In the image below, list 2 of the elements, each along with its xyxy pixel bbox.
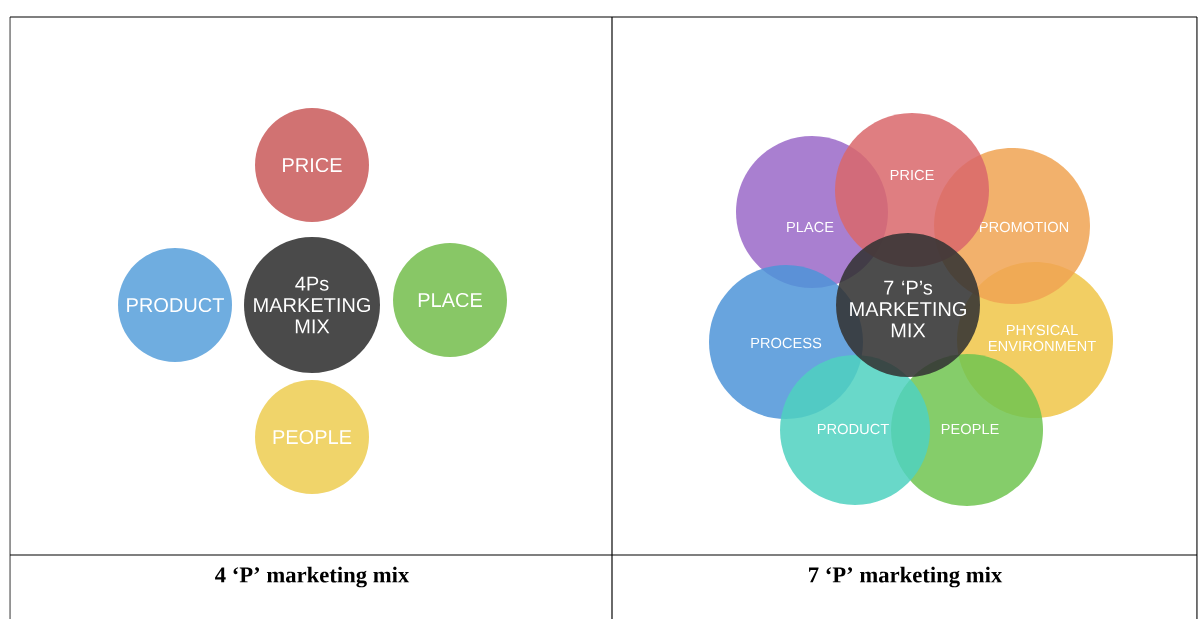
- caption: 7 ‘P’ marketing mix: [809, 566, 1003, 588]
- caption: 4 ‘P’ marketing mix: [215, 566, 410, 588]
